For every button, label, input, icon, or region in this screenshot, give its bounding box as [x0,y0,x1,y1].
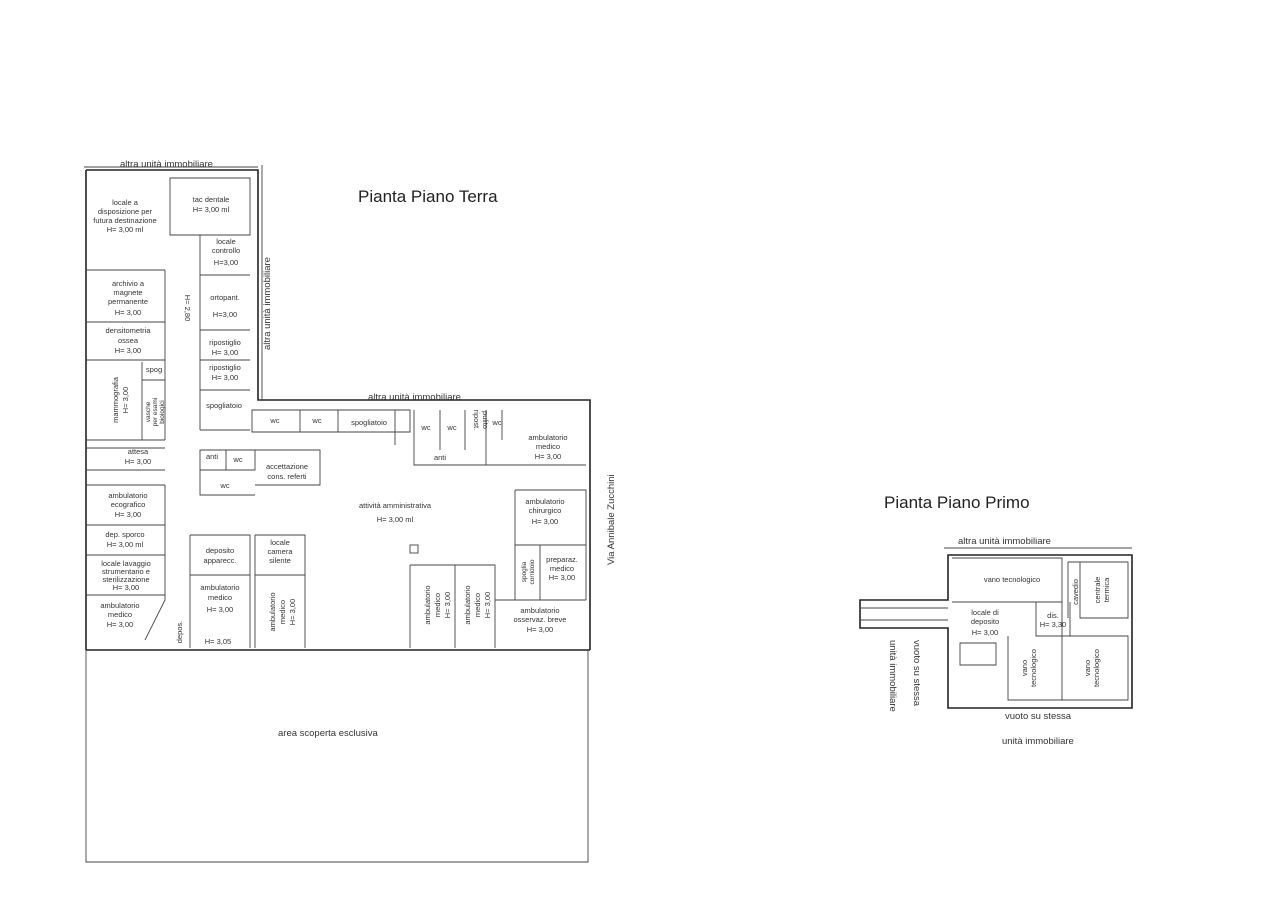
first-top-neighbor-label: altra unità immobiliare [958,536,1051,547]
outdoor-area-boundary [85,650,589,863]
room-wc-1: wc [269,416,279,425]
room-wc-3: wc [420,423,430,432]
ground-partitions-west [86,484,166,641]
room-mammografia: mammografiaH= 3,00 [111,376,130,423]
room-cavedio: cavedio [1071,579,1080,605]
first-left-neighbor-label: unità immobiliare [887,640,898,712]
room-h-305: H= 3,05 [205,637,231,646]
room-wc-7: wc [219,481,229,490]
ground-top-neighbor-label: altra unità immobiliare [120,159,213,170]
room-vano-tecnologico-3: vanotecnologico [1083,649,1101,687]
ground-mid-neighbor-label: altra unità immobiliare [368,392,461,403]
room-ambulatorio-medico-6: ambulatoriomedicoH= 3,00 [463,585,492,624]
room-ambulatorio-medico-4: ambulatoriomedicoH= 3,00 [268,592,297,631]
room-vasche: vascheper esamibiologici [145,398,166,427]
ground-floor-plan: Pianta Piano Terra altra unità immobilia… [84,159,617,863]
room-spogliatoio-2: spogliatoio [351,418,387,427]
room-dis-h: dis.H= 3,30 [1040,611,1066,629]
room-vano-tecnologico-2: vanotecnologico [1020,649,1038,687]
first-left-void-label: vuoto su stessa [911,640,922,707]
room-spog-small: spog [146,365,162,374]
street-label: Via Annibale Zucchini [606,474,617,565]
room-centrale-termica: centraletermica [1093,577,1111,604]
first-partitions [860,557,1129,701]
ground-partitions-north [86,177,251,471]
column-marker [409,544,419,554]
first-floor-plan: Pianta Piano Primo altra unità immobilia… [859,493,1133,747]
ground-partitions-south [189,489,587,648]
ground-right-neighbor-label: altra unità immobiliare [262,257,273,350]
room-deposito-small: depos. [175,621,184,644]
room-anti-1: anti [434,453,446,462]
ground-partitions-east [199,409,586,496]
first-outer-wall [859,554,1133,709]
room-spoglia-corridoio: spogliacorridoio [521,559,536,584]
room-anti-2: anti [206,452,218,461]
room-wc-2: wc [311,416,321,425]
room-ambulatorio-medico-5: ambulatoriomedicoH= 3,00 [423,585,452,624]
first-bottom-void-label: vuoto su stessa [1005,711,1072,722]
first-bottom-neighbor-label: unità immobiliare [1002,736,1074,747]
room-corridor-height: H= 2,80 [183,295,192,321]
first-room-labels: vano tecnologico cavedio centraletermica… [971,575,1111,687]
ground-outer-wall [85,169,591,651]
room-wc-5: wc [491,418,501,427]
room-wc-4: wc [446,423,456,432]
outdoor-area-label: area scoperta esclusiva [278,728,379,739]
room-ortopant: ortopant.H=3,00 [210,293,240,319]
ground-floor-title: Pianta Piano Terra [358,187,498,206]
room-vano-tecnologico-1: vano tecnologico [984,575,1040,584]
room-spogliatoio-1: spogliatoio [206,401,242,410]
room-wc-6: wc [232,455,242,464]
room-ripost-pulito: ripost.pulito [472,410,490,430]
first-floor-title: Pianta Piano Primo [884,493,1030,512]
